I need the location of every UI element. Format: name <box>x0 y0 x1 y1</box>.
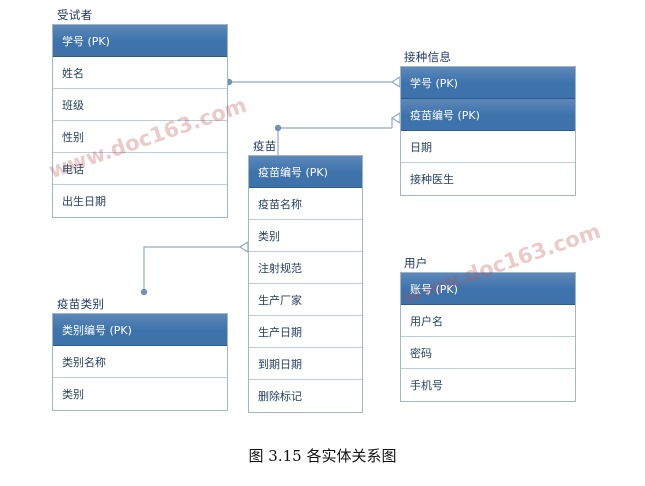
attribute-row: 到期日期 <box>249 348 362 380</box>
entity-vaccine[interactable]: 疫苗编号 (PK) 疫苗名称 类别 注射规范 生产厂家 生产日期 到期日期 删除… <box>248 155 363 413</box>
entity-vaccination-info[interactable]: 学号 (PK) 疫苗编号 (PK) 日期 接种医生 <box>400 66 576 196</box>
attribute-row: 学号 (PK) <box>53 25 227 57</box>
entity-vaccine-category[interactable]: 类别编号 (PK) 类别名称 类别 <box>52 313 228 411</box>
entity-title-vaccine-category: 疫苗类别 <box>57 297 105 311</box>
attribute-row: 姓名 <box>53 57 227 89</box>
attribute-row: 日期 <box>401 131 575 163</box>
attribute-row: 班级 <box>53 89 227 121</box>
attribute-row: 出生日期 <box>53 185 227 217</box>
attribute-row: 类别名称 <box>53 346 227 378</box>
attribute-row: 学号 (PK) <box>401 67 575 99</box>
attribute-row: 疫苗编号 (PK) <box>401 99 575 131</box>
attribute-row: 用户名 <box>401 305 575 337</box>
attribute-row: 类别 <box>53 378 227 410</box>
attribute-row: 类别 <box>249 220 362 252</box>
connector-category-vaccine <box>140 240 249 296</box>
attribute-row: 性别 <box>53 121 227 153</box>
attribute-row: 疫苗编号 (PK) <box>249 156 362 188</box>
attribute-row: 账号 (PK) <box>401 273 575 305</box>
figure-caption: 图 3.15 各实体关系图 <box>248 447 397 465</box>
entity-subject[interactable]: 学号 (PK) 姓名 班级 性别 电话 出生日期 <box>52 24 228 218</box>
entity-title-vaccination-info: 接种信息 <box>404 50 452 64</box>
entity-user[interactable]: 账号 (PK) 用户名 密码 手机号 <box>400 272 576 402</box>
entity-title-subject: 受试者 <box>57 8 93 22</box>
attribute-row: 电话 <box>53 153 227 185</box>
attribute-row: 手机号 <box>401 369 575 401</box>
attribute-row: 密码 <box>401 337 575 369</box>
attribute-row: 生产日期 <box>249 316 362 348</box>
attribute-row: 类别编号 (PK) <box>53 314 227 346</box>
attribute-row: 接种医生 <box>401 163 575 195</box>
attribute-row: 疫苗名称 <box>249 188 362 220</box>
attribute-row: 删除标记 <box>249 380 362 412</box>
attribute-row: 生产厂家 <box>249 284 362 316</box>
connector-subject-vaccination <box>225 75 401 89</box>
entity-title-user: 用户 <box>404 256 428 270</box>
entity-title-vaccine: 疫苗 <box>253 139 277 153</box>
attribute-row: 注射规范 <box>249 252 362 284</box>
